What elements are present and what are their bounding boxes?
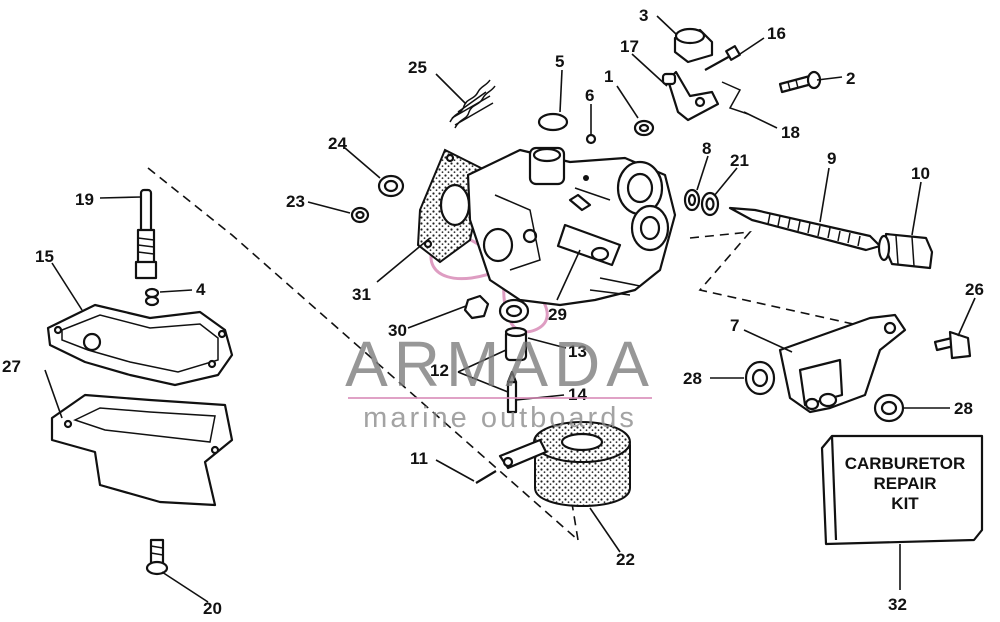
label-part-2: 2	[846, 69, 855, 88]
label-part-28-left: 28	[683, 369, 702, 388]
part-32-repair-kit-box	[820, 434, 984, 546]
part-28-grommet-right	[873, 393, 905, 423]
watermark: ARMADA marine outboards	[345, 328, 655, 434]
part-18-link	[721, 81, 749, 115]
part-23-nut	[350, 206, 370, 224]
label-part-11: 11	[410, 449, 428, 468]
carburetor-body	[466, 146, 677, 307]
part-11-float-pin	[475, 470, 497, 484]
label-part-26: 26	[965, 280, 984, 299]
label-part-18: 18	[781, 123, 800, 142]
part-10-packing-nut	[877, 232, 934, 270]
label-part-29: 29	[548, 305, 567, 324]
part-6-ball	[585, 133, 597, 145]
label-part-3: 3	[639, 6, 648, 25]
label-part-28-right: 28	[954, 399, 973, 418]
label-part-7: 7	[730, 316, 739, 335]
label-part-6: 6	[585, 86, 594, 105]
label-part-27: 27	[2, 357, 21, 376]
part-12-needle-seat	[504, 326, 528, 362]
label-part-21: 21	[730, 151, 749, 170]
part-4-o-ring	[144, 287, 160, 307]
label-part-25: 25	[408, 58, 427, 77]
part-30-nut	[463, 294, 490, 320]
label-part-22: 22	[616, 550, 635, 569]
label-part-20: 20	[203, 599, 222, 618]
part-number-labels: 1 2 3 4 5 6 7 8 9 10 11 12 13 14 15 16 1…	[2, 6, 984, 618]
label-part-8: 8	[702, 139, 711, 158]
part-25-spring	[449, 79, 496, 129]
label-part-15: 15	[35, 247, 54, 266]
part-19-needle-valve	[134, 188, 158, 280]
repair-kit-line-3: KIT	[891, 494, 919, 513]
part-2-screw	[778, 70, 822, 94]
label-part-1: 1	[604, 67, 613, 86]
label-part-13: 13	[568, 342, 587, 361]
part-13-seat-gasket	[498, 298, 530, 324]
label-part-23: 23	[286, 192, 305, 211]
label-part-32: 32	[888, 595, 907, 614]
part-22-float	[498, 421, 631, 507]
label-part-9: 9	[827, 149, 836, 168]
label-part-31: 31	[352, 285, 371, 304]
part-7-bracket	[778, 313, 907, 414]
label-part-12: 12	[430, 361, 449, 380]
label-part-19: 19	[75, 190, 94, 209]
repair-kit-line-2: REPAIR	[874, 474, 937, 493]
part-24-washer	[377, 174, 405, 198]
label-part-16: 16	[767, 24, 786, 43]
part-20-drain-screw	[145, 538, 169, 576]
part-16-screw	[704, 45, 741, 71]
part-26-bolt	[933, 330, 972, 360]
part-9-high-speed-needle	[728, 206, 882, 252]
part-1-washer	[633, 119, 655, 137]
part-27-float-bowl	[50, 393, 234, 507]
part-15-float-bowl-gasket	[46, 303, 234, 387]
part-5-welch-plug	[537, 112, 569, 132]
label-part-17: 17	[620, 37, 639, 56]
repair-kit-line-1: CARBURETOR	[845, 454, 966, 473]
label-part-5: 5	[555, 52, 564, 71]
label-part-4: 4	[196, 280, 206, 299]
part-3-knob	[673, 27, 714, 64]
part-8-washer	[683, 188, 701, 212]
part-21-packing	[700, 191, 720, 217]
watermark-tagline: marine outboards	[363, 402, 637, 434]
watermark-brand: ARMADA	[345, 328, 655, 400]
part-17-choke-lever	[661, 70, 720, 122]
part-28-grommet-left	[744, 360, 776, 396]
label-part-10: 10	[911, 164, 930, 183]
label-part-14: 14	[568, 385, 587, 404]
label-part-30: 30	[388, 321, 407, 340]
label-part-24: 24	[328, 134, 347, 153]
